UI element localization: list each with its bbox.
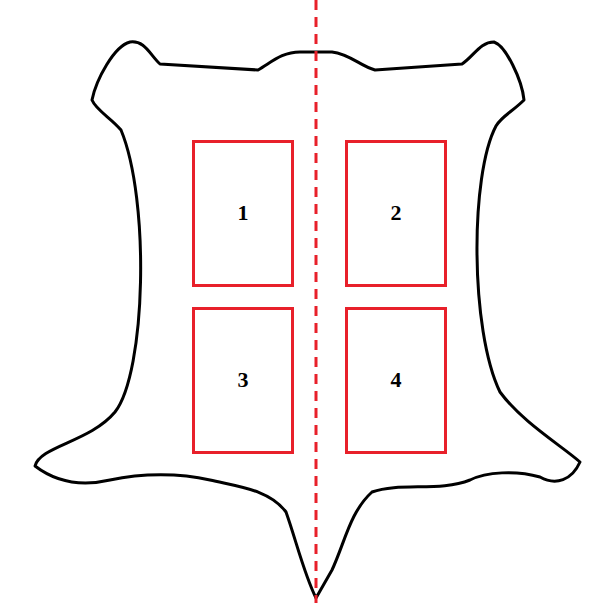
callout-number: 2: [391, 201, 402, 225]
callout-number: 1: [238, 201, 249, 225]
sample-box: 1: [192, 140, 294, 287]
sample-box: 3: [192, 307, 294, 454]
sample-box: 4: [345, 307, 447, 454]
hide-outline: [35, 42, 580, 598]
center-line: [315, 0, 318, 603]
sample-box: 2: [345, 140, 447, 287]
callout-number: 4: [391, 368, 402, 392]
callout-number: 3: [238, 368, 249, 392]
